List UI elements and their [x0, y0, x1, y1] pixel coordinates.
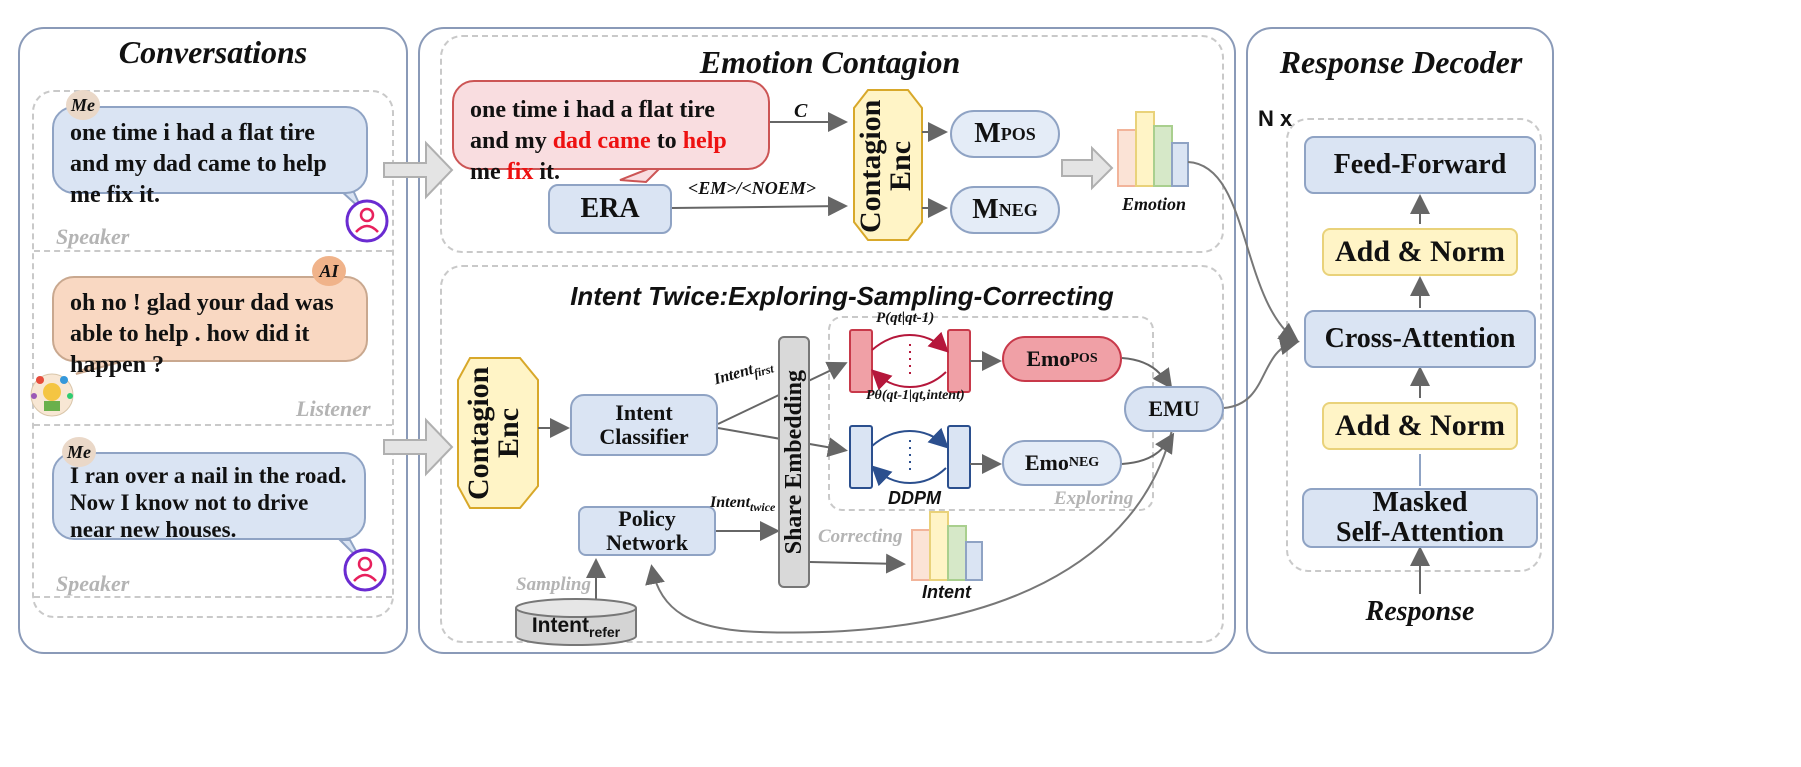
turn-divider [34, 424, 392, 426]
intent-refer-database-icon [515, 598, 637, 646]
share-embedding-block: Share Embedding [778, 336, 810, 588]
me-tag: Me [66, 90, 100, 120]
big-arrow [383, 140, 454, 200]
c-label: C [794, 100, 808, 122]
intent-label: Intent [922, 582, 971, 602]
turn-divider [34, 250, 392, 252]
era-block: ERA [548, 184, 672, 234]
speaker-utterance-2: I ran over a nail in the road. Now I kno… [52, 452, 366, 542]
emotion-contagion-area [440, 35, 1224, 253]
contagion-encoder-label: Contagion Enc [854, 99, 917, 233]
add-norm-top-block: Add & Norm [1322, 228, 1518, 276]
decoder-title: Response Decoder [1279, 44, 1523, 80]
masked-self-attention-block: Masked Self-Attention [1302, 488, 1538, 548]
feed-forward-block: Feed-Forward [1304, 136, 1536, 194]
emotion-label: Emotion [1122, 194, 1187, 214]
exploring-label: Exploring [1054, 488, 1134, 509]
nx-label: N x [1258, 106, 1293, 131]
sampling-label: Sampling [516, 574, 591, 595]
speaker-label: Speaker [56, 571, 130, 596]
intent-twice-label: Intenttwice [710, 494, 776, 515]
intent-contagion-encoder-label: Contagion Enc [462, 366, 525, 500]
speaker-utterance-1: one time i had a flat tire and my dad ca… [52, 106, 368, 208]
speaker-label: Speaker [56, 224, 130, 249]
ddpm-label: DDPM [888, 488, 941, 508]
listener-label: Listener [296, 396, 371, 421]
conversations-title: Conversations [118, 34, 308, 70]
intent-bar-icon [911, 511, 983, 581]
contagion-encoder-hexagon [853, 89, 923, 241]
emu-block: EMU [1124, 386, 1224, 432]
intent-classifier-block: Intent Classifier [570, 394, 718, 456]
me-tag: Me [62, 437, 96, 467]
add-norm-bottom-block: Add & Norm [1322, 402, 1518, 450]
big-arrow [383, 417, 454, 477]
ai-tag: AI [312, 256, 346, 286]
correcting-label: Correcting [818, 526, 903, 547]
em-noem-label: <EM>/<NOEM> [688, 178, 817, 198]
intent-refer-label: Intentrefer [531, 614, 621, 641]
turn-divider [34, 596, 392, 598]
big-arrow [1061, 145, 1114, 191]
listener-utterance: oh no ! glad your dad was able to help .… [52, 276, 368, 378]
intent-title: Intent Twice:Exploring-Sampling-Correcti… [570, 281, 1114, 311]
emotion-bar-icon [1117, 111, 1189, 187]
cross-attention-block: Cross-Attention [1304, 310, 1536, 368]
highlighted-utterance: one time i had a flat tire and my dad ca… [452, 80, 770, 185]
conversation-turns-area [32, 90, 394, 618]
contagion-encoder-hexagon [457, 357, 539, 509]
response-label: Response [1365, 596, 1475, 627]
forward-process-formula: P(qt|qt-1) [876, 310, 935, 326]
policy-network-block: Policy Network [578, 506, 716, 556]
emotion-contagion-title: Emotion Contagion [699, 44, 961, 80]
reverse-process-formula: Pθ(qt-1|qt,intent) [866, 388, 965, 403]
